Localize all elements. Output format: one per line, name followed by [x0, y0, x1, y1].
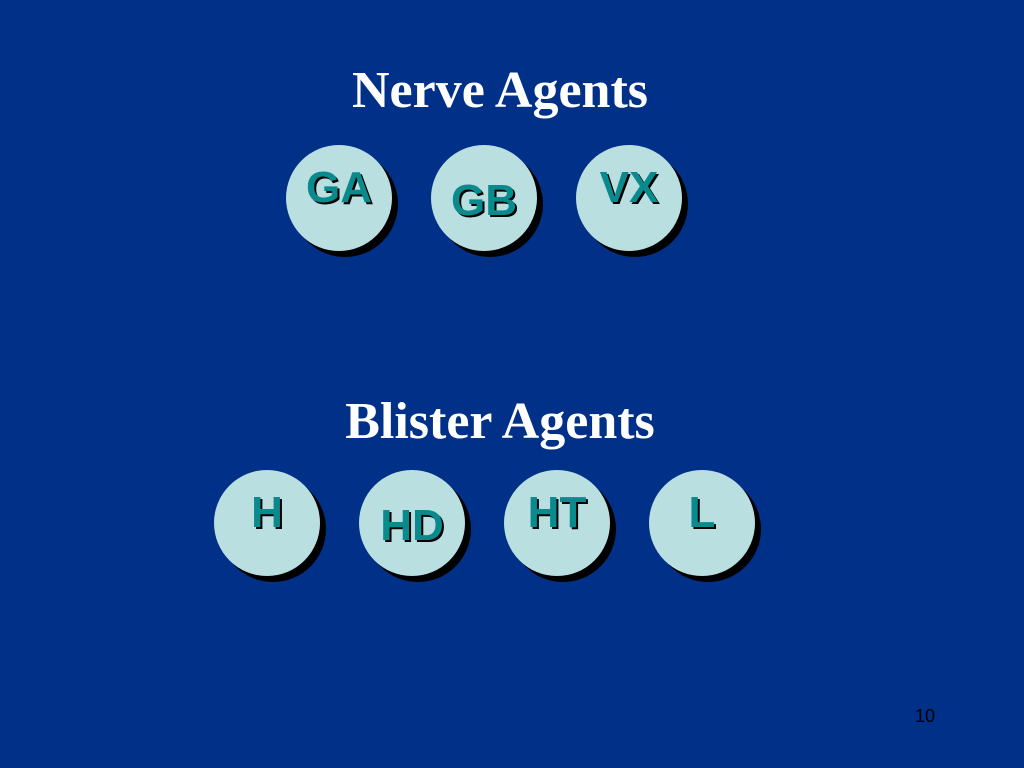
agent-bubble-ht: HT	[504, 470, 610, 576]
agent-label-hd: HD	[380, 501, 444, 550]
agent-label-gb: GB	[451, 176, 517, 225]
agent-bubble-gb: GB	[431, 145, 537, 251]
agent-bubble-h: H	[214, 470, 320, 576]
agent-bubble-l: L	[649, 470, 755, 576]
page-number: 10	[914, 706, 936, 726]
agent-bubble-vx: VX	[576, 145, 682, 251]
agent-label-ga: GA	[306, 163, 372, 212]
section-title-blister-agents: Blister Agents	[345, 393, 655, 450]
agent-bubble-ga: GA	[286, 145, 392, 251]
agent-label-ht: HT	[527, 488, 587, 537]
agent-bubble-hd: HD	[359, 470, 465, 576]
agent-label-l: L	[688, 488, 716, 537]
section-title-nerve-agents: Nerve Agents	[351, 62, 649, 119]
agent-label-vx: VX	[599, 163, 659, 212]
agent-label-h: H	[251, 488, 283, 537]
